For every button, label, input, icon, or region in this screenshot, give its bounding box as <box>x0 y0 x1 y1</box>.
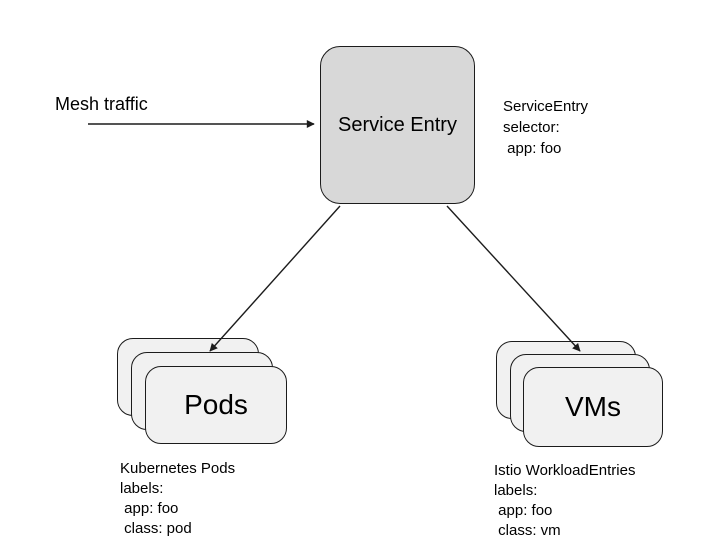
pods-caption-line: labels: <box>120 480 164 497</box>
pods-label: Pods <box>184 389 248 420</box>
vms-caption-line: Istio WorkloadEntries <box>494 462 636 479</box>
annotation-line: app: foo <box>503 140 562 157</box>
pods-caption-line: Kubernetes Pods <box>120 460 236 477</box>
vms-caption-line: class: vm <box>494 522 561 539</box>
annotation-line: ServiceEntry <box>503 98 589 115</box>
service-entry-annotation: ServiceEntry selector: app: foo <box>503 96 588 159</box>
vms-caption-line: labels: <box>494 482 538 499</box>
vms-label: VMs <box>565 391 621 422</box>
pods-caption-line: class: pod <box>120 520 192 537</box>
pods-caption-line: app: foo <box>120 500 179 517</box>
annotation-line: selector: <box>503 119 560 136</box>
vms-caption-line: app: foo <box>494 502 553 519</box>
service-entry-node: Service Entry <box>320 46 475 204</box>
service-entry-label: Service Entry <box>338 113 457 136</box>
vms-card-front: VMs <box>523 367 663 447</box>
pods-caption: Kubernetes Pods labels: app: foo class: … <box>120 459 235 539</box>
mesh-traffic-label: Mesh traffic <box>55 94 148 114</box>
arrow-to-pods <box>209 205 341 352</box>
pods-card-front: Pods <box>145 366 287 444</box>
vms-caption: Istio WorkloadEntries labels: app: foo c… <box>494 461 635 541</box>
arrow-to-vms <box>446 205 581 352</box>
